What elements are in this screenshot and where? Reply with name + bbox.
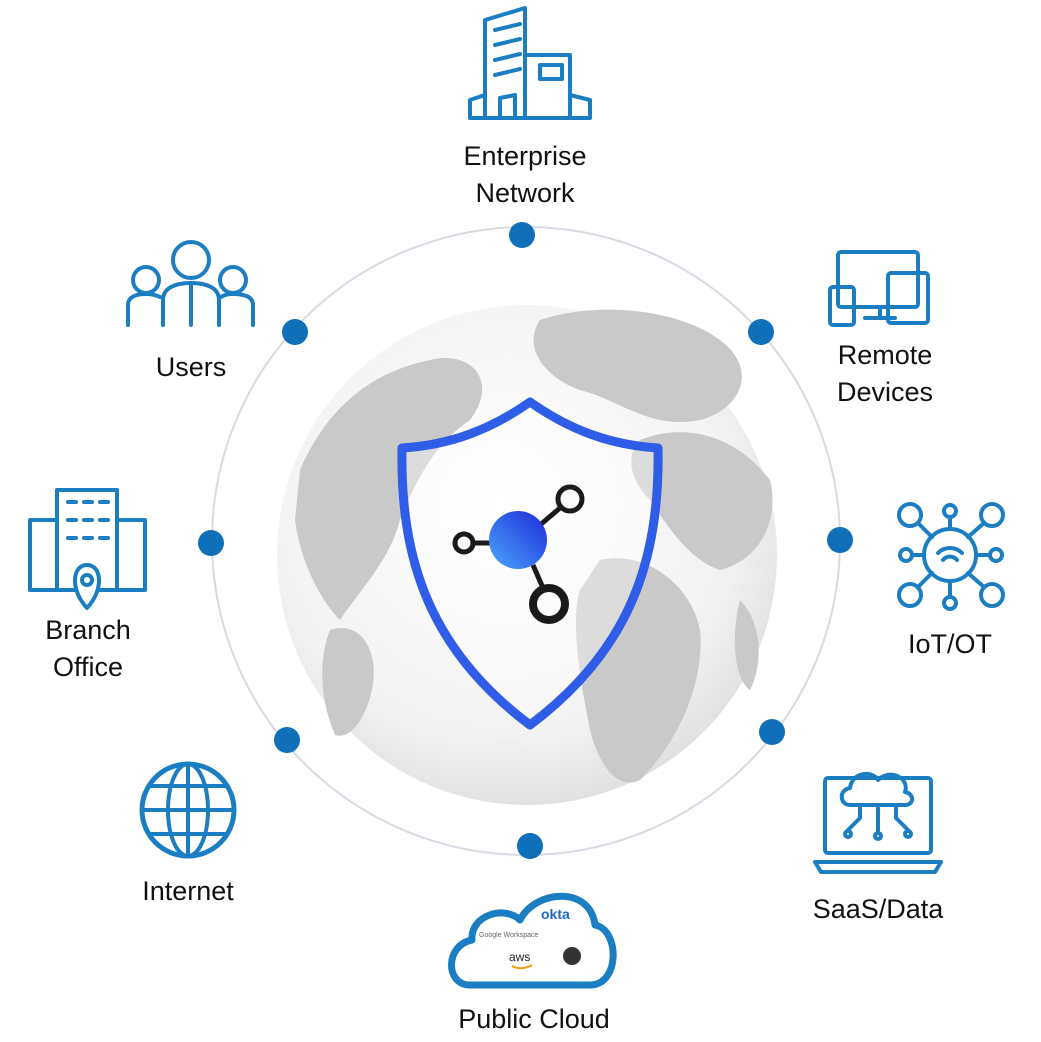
node-dot-internet xyxy=(274,727,300,753)
node-dot-users xyxy=(282,319,308,345)
label-internet: Internet xyxy=(142,876,234,906)
label-saas-data: SaaS/Data xyxy=(812,894,944,924)
shield-network-icon xyxy=(397,397,663,730)
label-users: Users xyxy=(155,352,227,382)
devices-icon xyxy=(828,250,930,327)
google-workspace-logo: Google Workspace xyxy=(479,932,539,939)
users-icon xyxy=(126,240,255,327)
node-dot-remote xyxy=(748,319,774,345)
iot-hub-icon xyxy=(897,502,1005,611)
node-dot-cloud xyxy=(517,833,543,859)
github-icon xyxy=(563,947,581,965)
node-dot-saas xyxy=(759,719,785,745)
office-building-icon xyxy=(468,6,592,120)
label-iot-ot: IoT/OT xyxy=(907,629,993,659)
label-public-cloud: Public Cloud xyxy=(458,1004,610,1034)
node-dot-branch xyxy=(198,530,224,556)
node-dot-enterprise xyxy=(509,222,535,248)
cloud-laptop-icon xyxy=(813,771,943,874)
aws-smile xyxy=(511,964,533,970)
okta-logo: okta xyxy=(541,906,570,922)
node-dot-iot xyxy=(827,527,853,553)
cloud-icon xyxy=(448,892,617,989)
branch-building-icon xyxy=(28,488,147,610)
globe-icon xyxy=(139,761,237,859)
aws-logo: aws xyxy=(509,950,531,964)
